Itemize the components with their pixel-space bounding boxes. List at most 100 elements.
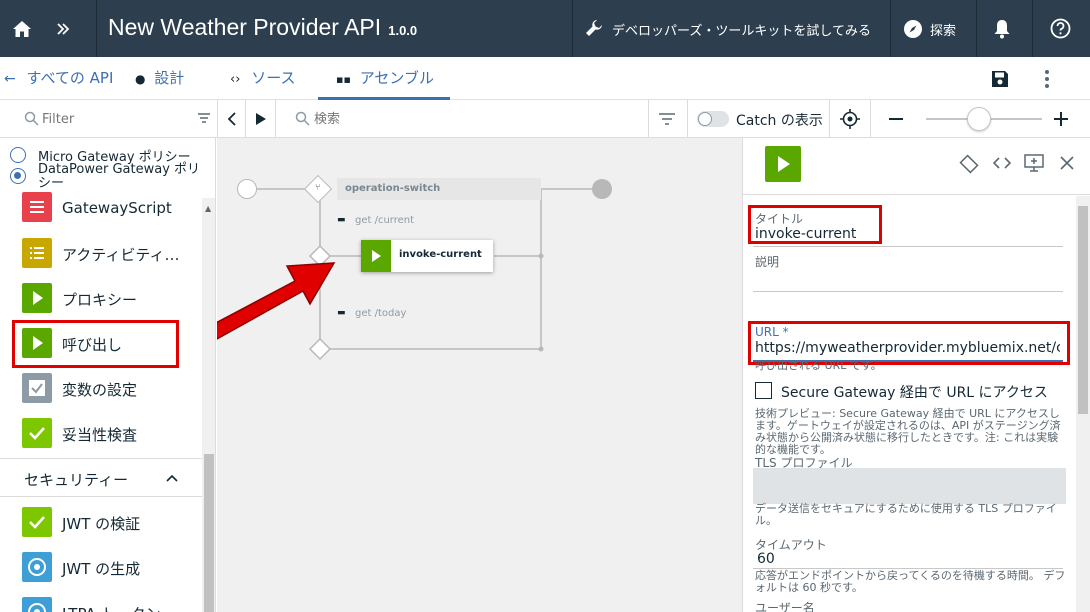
- gateway-option-label: Micro Gateway ポリシー: [38, 150, 191, 165]
- chevron-up-icon: [166, 474, 178, 482]
- arrow-left-icon: ←: [4, 71, 16, 87]
- radio-checked-icon: [10, 168, 26, 184]
- palette-item-label: GatewayScript: [62, 199, 172, 217]
- save-icon[interactable]: [991, 70, 1009, 88]
- tab-source[interactable]: ‹› ソース: [230, 57, 295, 100]
- palette-item-label: 変数の設定: [62, 381, 138, 399]
- target-icon: [22, 552, 52, 582]
- security-header-label: セキュリティー: [24, 471, 129, 489]
- flow-lines: [256, 179, 592, 361]
- operation-switch-bar[interactable]: operation-switch: [337, 178, 541, 200]
- palette-item-label: 妥当性検査: [62, 426, 138, 444]
- filter-icon[interactable]: [659, 112, 675, 126]
- play-icon: [22, 328, 52, 358]
- back-to-all-apis-link[interactable]: ← すべての API: [4, 57, 113, 100]
- invoke-current-node[interactable]: invoke-current: [361, 240, 493, 272]
- catch-toggle-label: Catch の表示: [736, 113, 823, 129]
- title-field-label: タイトル: [755, 212, 804, 226]
- security-section-header[interactable]: セキュリティー: [0, 460, 202, 496]
- wrench-icon: [584, 18, 604, 38]
- play-icon: [361, 240, 391, 272]
- properties-scrollbar[interactable]: [1076, 196, 1090, 612]
- zoom-slider[interactable]: [926, 107, 1042, 131]
- case-label: get /today: [355, 308, 407, 319]
- catch-toggle[interactable]: [697, 111, 729, 127]
- explore-label: 探索: [930, 24, 957, 39]
- search-icon: [24, 111, 39, 126]
- invoke-policy-icon: [765, 146, 801, 182]
- target-icon: [22, 597, 52, 612]
- title-highlight-box: [748, 205, 882, 244]
- help-icon[interactable]: [1050, 18, 1071, 39]
- zoom-out-icon[interactable]: [889, 118, 903, 120]
- properties-panel: タイトル 説明 URL * 呼び出される URL です。 Secure Gate…: [742, 138, 1090, 612]
- code-icon: ‹›: [230, 72, 241, 87]
- play-icon[interactable]: [255, 112, 267, 126]
- policy-palette: Micro Gateway ポリシー DataPower Gateway ポリシ…: [0, 138, 216, 612]
- tls-profile-label: TLS プロファイル: [755, 456, 853, 470]
- operation-switch-label: operation-switch: [345, 183, 441, 194]
- description-field[interactable]: [753, 291, 1063, 292]
- present-icon[interactable]: [1024, 154, 1044, 172]
- api-name: New Weather Provider API: [108, 14, 382, 40]
- close-icon[interactable]: [1060, 156, 1074, 170]
- filter-sort-icon[interactable]: [198, 112, 210, 124]
- palette-filter-input[interactable]: [42, 108, 182, 130]
- tab-design[interactable]: ● 設計: [135, 57, 184, 100]
- tab-assemble-label: アセンブル: [359, 69, 434, 87]
- tls-profile-select[interactable]: [753, 468, 1066, 504]
- gatewayscript-icon: [22, 192, 52, 222]
- case-marker-icon: ▬: [337, 308, 346, 318]
- description-field-label: 説明: [755, 255, 780, 269]
- assemble-icon: ▪▪: [336, 73, 351, 86]
- username-field-label: ユーザー名: [755, 601, 815, 612]
- timeout-field-label: タイムアウト: [755, 538, 827, 552]
- palette-scroll-thumb[interactable]: [204, 454, 214, 612]
- secure-gateway-label: Secure Gateway 経由で URL にアクセス: [781, 385, 1048, 401]
- url-help-text: 呼び出される URL です。: [755, 359, 882, 372]
- switch-icon: ⑂: [315, 183, 321, 193]
- tls-profile-help: データ送信をセキュアにするために使用する TLS プロファイル。: [755, 502, 1057, 527]
- canvas-search-input[interactable]: [314, 108, 614, 130]
- api-version: 1.0.0: [388, 23, 418, 38]
- palette-item-label: アクティビティ…: [62, 246, 180, 264]
- chevron-left-icon[interactable]: [227, 112, 237, 126]
- url-field-label: URL *: [755, 325, 789, 339]
- radio-unchecked-icon: [10, 147, 26, 163]
- target-icon[interactable]: [840, 109, 860, 129]
- zoom-slider-handle[interactable]: [967, 107, 991, 131]
- secure-gateway-help: 技術プレビュー: Secure Gateway 経由で URL にアクセスします…: [755, 407, 1061, 456]
- palette-item-label: JWT の検証: [62, 515, 141, 533]
- more-options-icon[interactable]: [1044, 69, 1050, 89]
- canvas-search-icon: [295, 111, 310, 126]
- flow-end-node: [592, 179, 612, 199]
- activity-log-icon: [22, 238, 52, 268]
- zoom-in-icon[interactable]: [1054, 112, 1068, 126]
- timeout-help: 応答がエンドポイントから戻ってくるのを待機する時間。 デフォルトは 60 秒です…: [755, 569, 1066, 594]
- case-label: get /current: [355, 215, 415, 226]
- devkit-label: デベロッパーズ・ツールキットを試してみる: [612, 24, 871, 39]
- home-icon[interactable]: [12, 20, 32, 38]
- properties-scroll-thumb[interactable]: [1078, 206, 1088, 414]
- top-bar: New Weather Provider API 1.0.0 デベロッパーズ・ツ…: [0, 0, 1090, 57]
- code-view-icon[interactable]: [993, 157, 1011, 169]
- url-field[interactable]: [755, 338, 1060, 358]
- expand-nav-icon[interactable]: [56, 22, 70, 36]
- assembly-toolbar: Catch の表示: [0, 100, 1090, 138]
- palette-icon: ●: [135, 72, 146, 86]
- gateway-option-label: DataPower Gateway ポリシー: [38, 162, 201, 191]
- url-highlight-box: [748, 321, 1070, 365]
- timeout-field[interactable]: [757, 549, 1057, 569]
- scroll-up-icon[interactable]: ▲: [205, 204, 212, 213]
- case-marker-icon: ▬: [337, 215, 346, 225]
- assembly-canvas[interactable]: operation-switch ⑂ ▬ get /current ▬ get …: [217, 138, 742, 612]
- checkbox-unchecked-icon[interactable]: [755, 382, 772, 399]
- title-field[interactable]: [755, 224, 1055, 244]
- rotate-icon[interactable]: [959, 154, 979, 174]
- tab-assemble[interactable]: ▪▪ アセンブル: [318, 57, 450, 100]
- notification-bell-icon[interactable]: [993, 19, 1011, 39]
- tab-bar: ← すべての API ● 設計 ‹› ソース ▪▪ アセンブル: [0, 57, 1090, 100]
- palette-scrollbar[interactable]: ▲: [202, 198, 215, 612]
- compass-icon: [903, 19, 923, 39]
- api-title: New Weather Provider API 1.0.0: [108, 14, 417, 41]
